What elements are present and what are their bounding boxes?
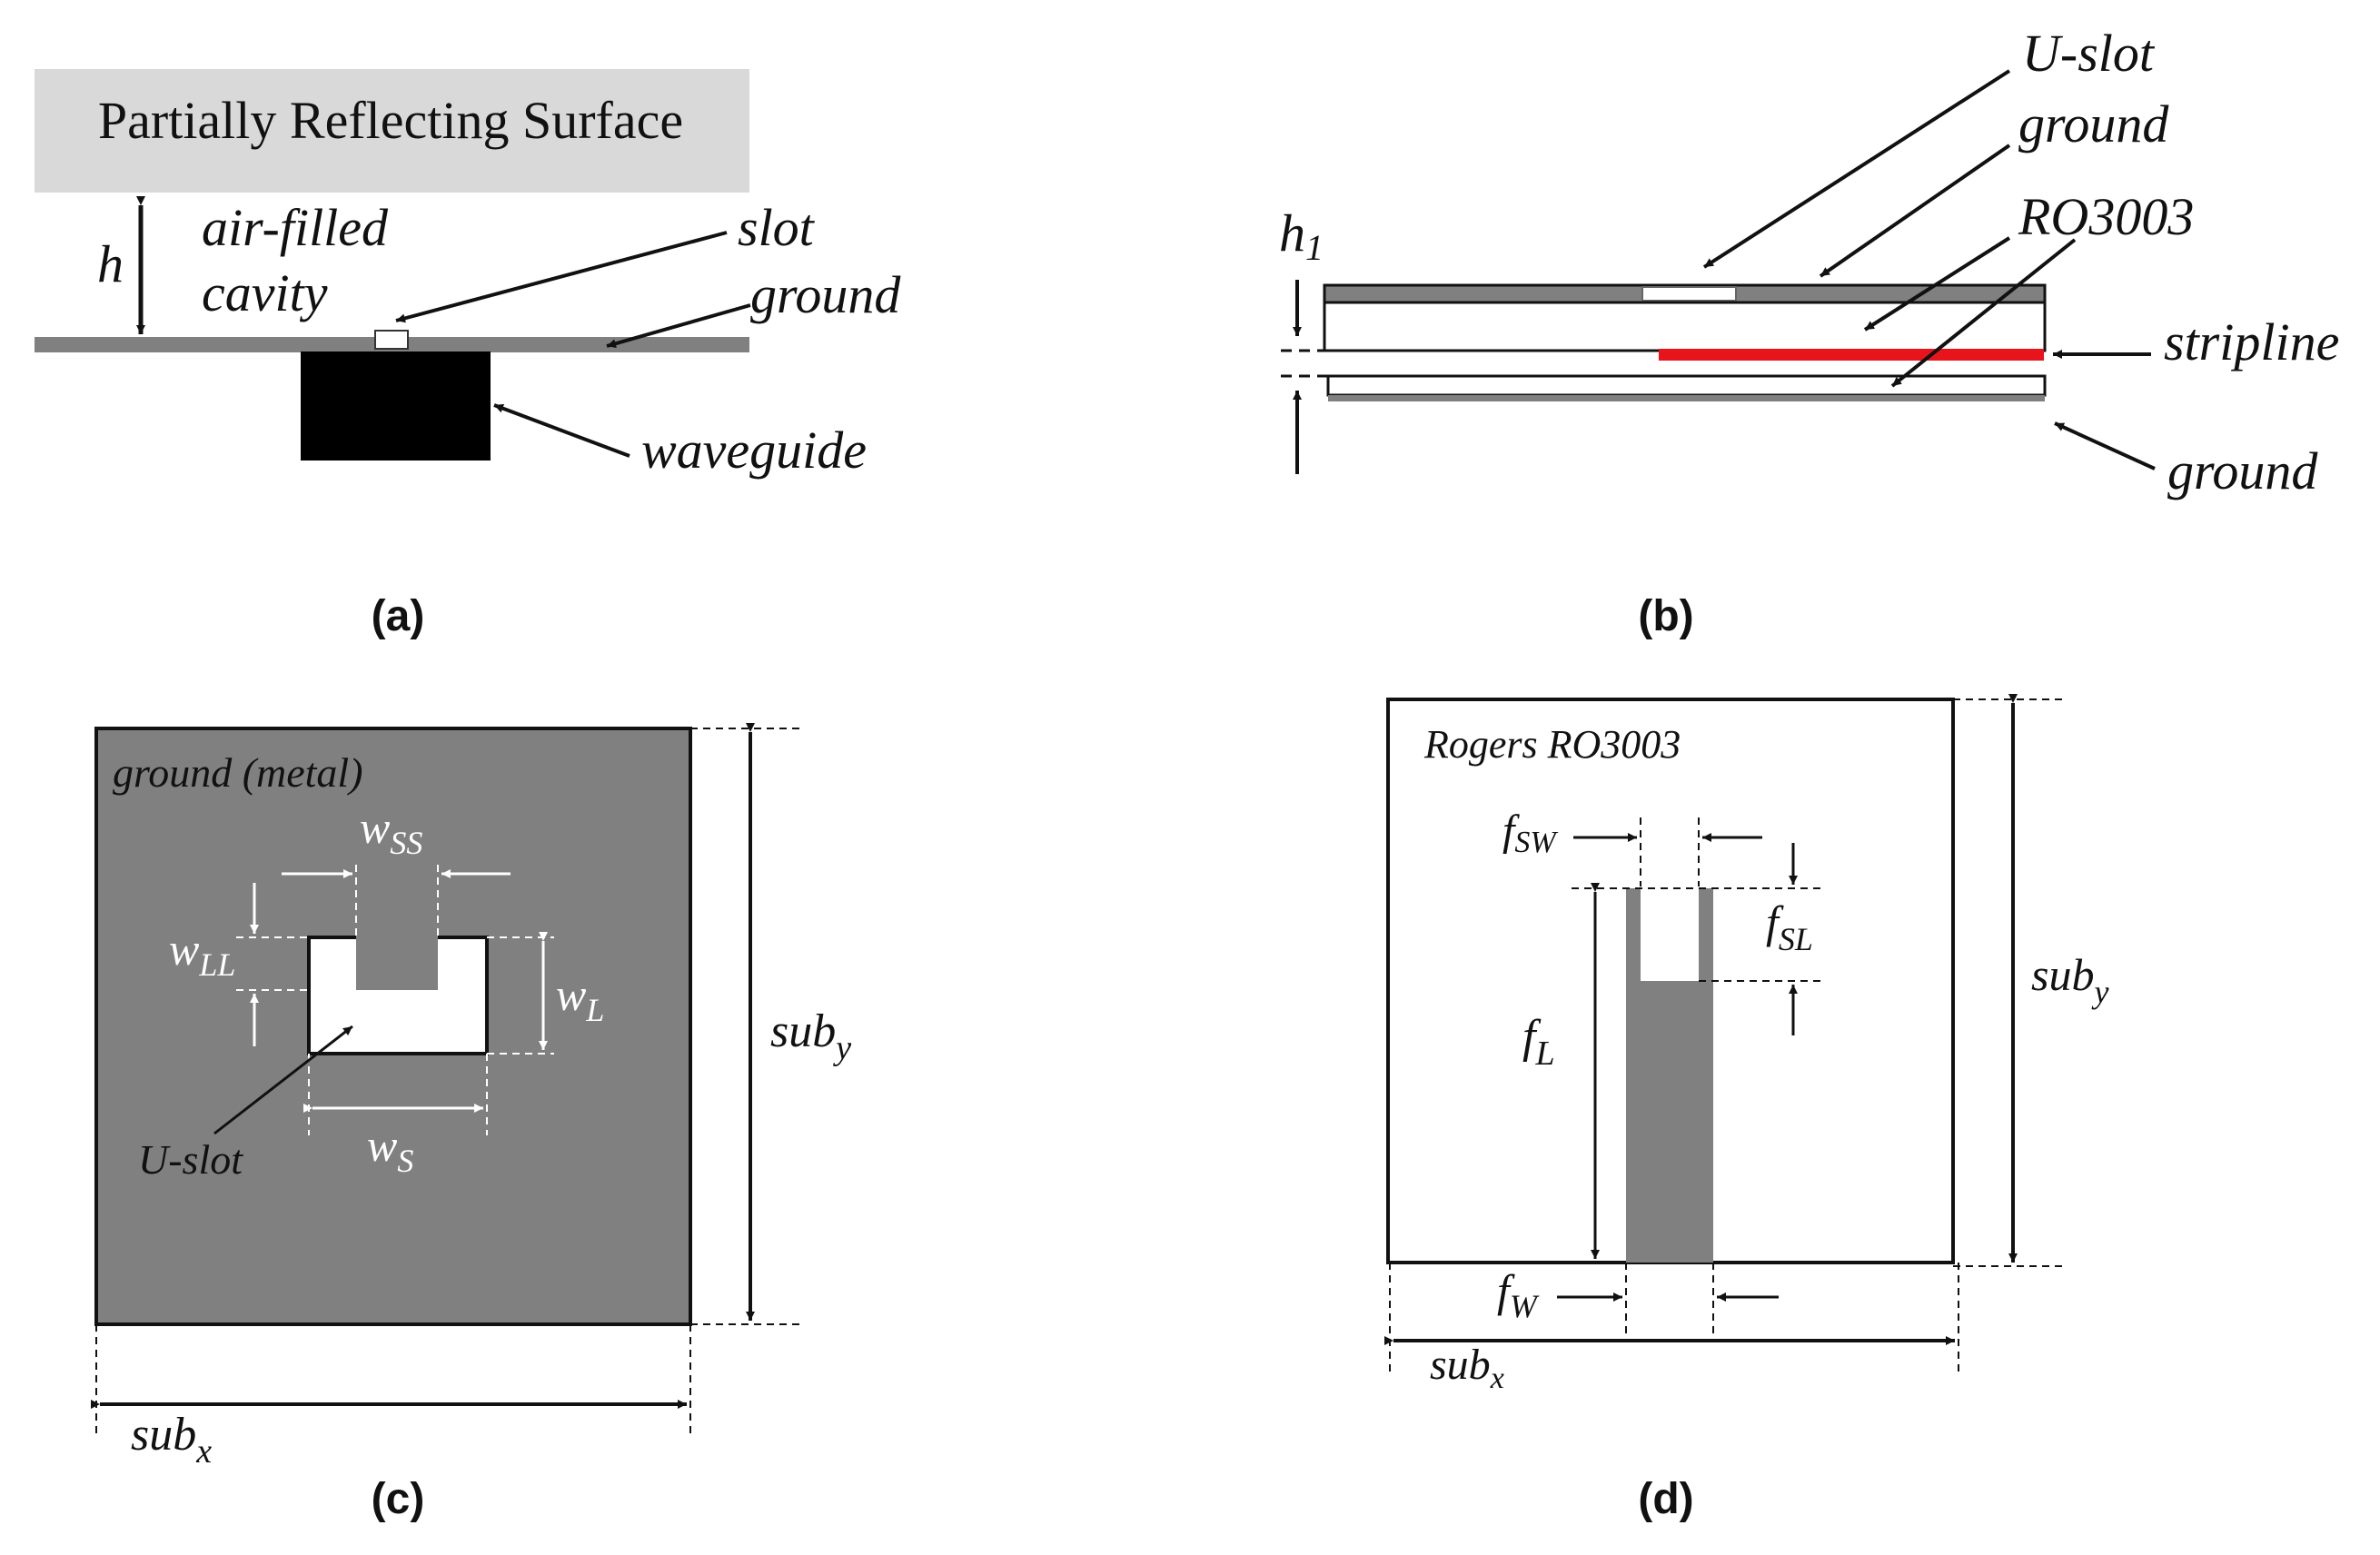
waveguide-arrow [493,403,630,458]
waveguide-label: waveguide [641,421,867,480]
u-slot-opening [1641,286,1737,302]
uslot-arrow-b [1702,69,2011,269]
ro3003-arrow-upper [1863,236,2011,332]
u-slot-tongue [356,936,438,990]
bottom-ground-plane [1328,395,2045,401]
prs-block [35,69,749,193]
h1-label: h1 [1279,203,1324,268]
stripline-label: stripline [2164,312,2339,371]
panel-b: h1 U-slot ground RO3003 stripline ground… [1279,24,2339,640]
subx-label-d: subx [1430,1341,1504,1395]
prs-label: Partially Reflecting Surface [98,91,683,150]
uslot-label-b: U-slot [2022,24,2156,83]
uslot-arrow-c [213,1025,353,1135]
caption-d: (d) [1638,1475,1693,1523]
ro3003-arrow-lower [1890,238,2077,388]
wl-label: wL [556,969,604,1028]
panel-d: Rogers RO3003 fSW fSL fL fW suby [1384,694,2108,1523]
lower-substrate [1326,374,2047,397]
waveguide-block [301,352,491,461]
uslot-label-c: U-slot [138,1136,243,1183]
slot [374,330,409,350]
stripline [1659,349,2044,361]
panel-a: Partially Reflecting Surface h air-fille… [35,69,901,640]
substrate-label: Rogers RO3003 [1423,722,1681,767]
slot-arrow [395,231,728,323]
ground-arrow-a [606,303,751,349]
wll-label: wLL [169,924,235,983]
suby-label-c: suby [770,1005,851,1067]
subx-label-c: subx [131,1409,212,1471]
h-label: h [97,234,124,293]
upper-substrate [1323,301,2047,352]
ground-metal-label: ground (metal) [113,749,363,796]
ground-bottom-label-b: ground [2167,441,2318,500]
ro3003-label: RO3003 [2018,187,2194,246]
ground-label-a: ground [750,265,901,324]
fsw-label: fSW [1502,807,1558,859]
wss-label: wSS [360,802,422,861]
panel-c: ground (metal) wSS wLL wL wS U-slot [91,723,851,1523]
slot-label: slot [738,198,816,257]
caption-b: (b) [1638,592,1693,640]
feed-slit [1641,886,1699,981]
ws-label: wS [367,1120,413,1179]
caption-c: (c) [372,1475,425,1523]
cavity-label-line2: cavity [202,263,328,322]
ground-bottom-arrow-b [2054,421,2156,470]
ground-top-arrow-b [1819,144,2011,278]
suby-label-d: suby [2031,949,2108,1010]
cavity-label-line1: air-filled [202,198,389,257]
fw-label: fW [1497,1265,1540,1324]
ground-top-label-b: ground [2018,94,2169,154]
caption-a: (a) [372,592,425,640]
